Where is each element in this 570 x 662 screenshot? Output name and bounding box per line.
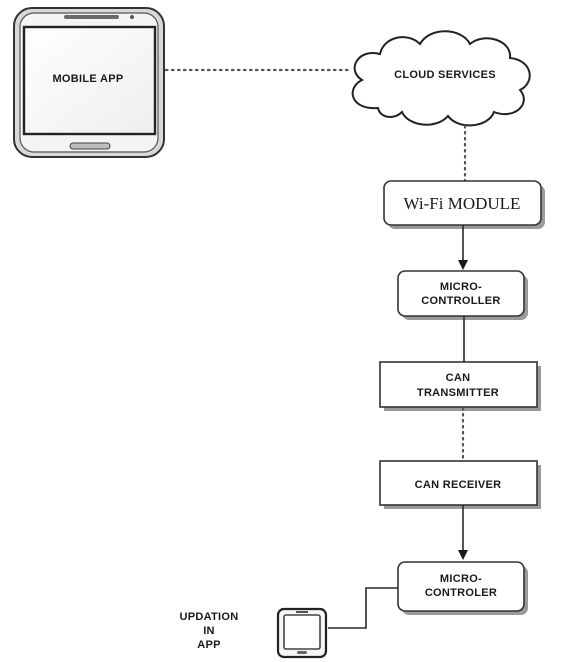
microcontroller-2-label-line1: MICRO- (440, 573, 482, 585)
microcontroller-2-label-line2: CONTROLER (425, 587, 497, 599)
microcontroller-label-line2: CONTROLLER (421, 295, 500, 307)
updation-label-line2: IN (203, 625, 215, 637)
can-receiver-box (379, 460, 538, 506)
can-transmitter-label-line2: TRANSMITTER (417, 387, 499, 399)
can-receiver-label: CAN RECEIVER (415, 479, 502, 491)
microcontroller-2-box (397, 561, 525, 612)
can-transmitter-label-line1: CAN (446, 372, 471, 384)
updation-label-line3: APP (197, 639, 221, 651)
microcontroller-label-line1: MICRO- (440, 281, 482, 293)
wifi-module-label: Wi-Fi MODULE (404, 194, 521, 213)
updation-label-line1: UPDATION (179, 611, 238, 623)
mobile-phone-icon (13, 7, 165, 158)
cloud-services-label: CLOUD SERVICES (394, 69, 496, 81)
small-phone-icon (276, 607, 328, 659)
microcontroller-box (397, 270, 525, 317)
connector-micro-phone (328, 587, 398, 629)
cloud-shape (351, 30, 531, 127)
can-transmitter-box (379, 361, 538, 408)
mobile-app-label: MOBILE APP (52, 73, 123, 85)
